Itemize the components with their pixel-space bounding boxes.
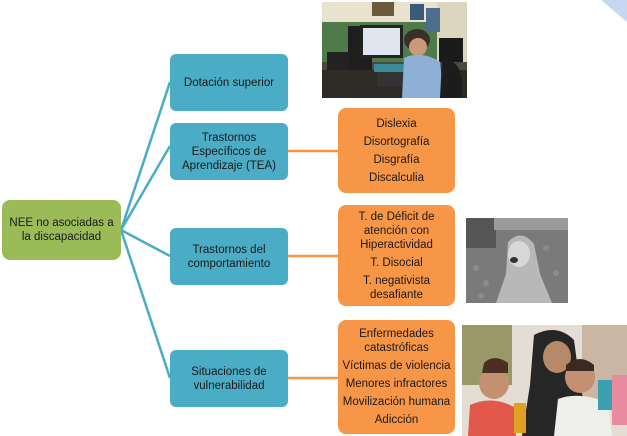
connector-root-dotacion — [119, 81, 172, 231]
detail-item: T. Disocial — [370, 256, 423, 269]
category-trastornos-especificos: Trastornos Específicos de Aprendizaje (T… — [170, 123, 288, 180]
detail-item: T. de Déficit de atención con Hiperactiv… — [358, 210, 435, 251]
category-label: Trastornos Específicos de Aprendizaje (T… — [182, 131, 276, 172]
detail-comportamiento: T. de Déficit de atención con Hiperactiv… — [338, 205, 455, 306]
detail-item: Disgrafía — [373, 153, 420, 166]
category-label: Situaciones de vulnerabilidad — [191, 365, 267, 392]
detail-item: Movilización humana — [342, 396, 451, 408]
mother-with-children-photo — [462, 325, 627, 436]
detail-item: Víctimas de violencia — [342, 360, 451, 372]
root-label: NEE no asociadas a la discapacidad — [9, 217, 114, 243]
detail-vulnerabilidad: Enfermedades catastróficas Víctimas de v… — [338, 320, 455, 434]
detail-item: Enfermedades catastróficas — [359, 328, 434, 354]
connector-root-tea — [119, 145, 172, 231]
detail-item: Dislexia — [376, 117, 417, 130]
mother-with-children-illustration — [462, 325, 627, 436]
detail-tea: Dislexia Disortografía Disgrafía Discalc… — [338, 108, 455, 193]
root-node: NEE no asociadas a la discapacidad — [2, 200, 121, 260]
category-trastornos-comportamiento: Trastornos del comportamiento — [170, 228, 288, 285]
detail-item: T. negativista desafiante — [362, 274, 431, 301]
detail-item: Adicción — [374, 414, 419, 426]
category-dotacion-superior: Dotación superior — [170, 54, 288, 111]
boy-at-computer-photo — [322, 2, 467, 98]
connector-root-comportamiento — [120, 228, 171, 258]
detail-item: Discalculia — [369, 171, 424, 184]
category-label: Trastornos del comportamiento — [187, 243, 271, 270]
detail-item: Disortografía — [363, 135, 430, 148]
category-situaciones-vulnerabilidad: Situaciones de vulnerabilidad — [170, 350, 288, 407]
crying-child-illustration — [466, 218, 568, 303]
connector-root-vulnerabilidad — [119, 229, 172, 379]
crying-child-photo — [466, 218, 568, 303]
detail-item: Menores infractores — [345, 378, 448, 390]
category-label: Dotación superior — [183, 76, 275, 89]
slide-corner-accent — [601, 0, 627, 22]
boy-at-computer-illustration — [322, 2, 467, 98]
